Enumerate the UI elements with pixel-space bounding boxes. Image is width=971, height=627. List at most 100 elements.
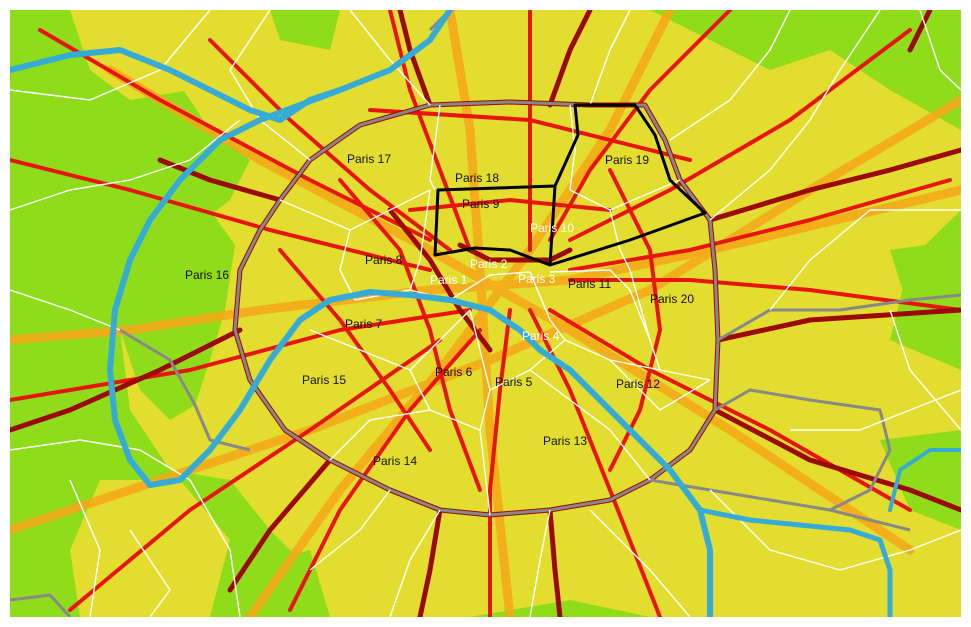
label-paris-8: Paris 8 [365, 253, 403, 267]
suburb-cell-2 [10, 119, 241, 211]
boundary-south-east [714, 388, 892, 512]
marne-river [888, 448, 961, 512]
map-canvas: Paris 17 Paris 18 Paris 19 Paris 9 Paris… [10, 10, 961, 617]
border-7-15 [309, 329, 411, 371]
road-dark-center [457, 242, 573, 263]
road-red-9 [568, 278, 961, 312]
label-paris-14: Paris 14 [373, 454, 417, 468]
suburb-cell-16 [349, 10, 431, 106]
boundary-south [649, 478, 911, 532]
suburb-cell-15 [589, 10, 631, 106]
green-north-east [820, 10, 961, 105]
suburb-cell-19 [889, 309, 961, 431]
road-red-14 [388, 10, 472, 252]
boundary-west [119, 328, 251, 452]
border-17-18 [429, 104, 441, 191]
label-paris-9: Paris 9 [462, 197, 500, 211]
border-5-6 [469, 309, 491, 431]
autoroute-a1 [547, 10, 593, 108]
border-13-14 [479, 429, 491, 516]
border-11-20 [629, 269, 711, 381]
road-red-16 [338, 178, 482, 492]
green-north [270, 10, 340, 50]
highlighted-districts-outline [433, 103, 707, 267]
border-8-9 [409, 189, 431, 291]
road-red-10 [568, 178, 952, 272]
autoroute-a4 [712, 407, 961, 513]
road-red-1 [38, 28, 432, 242]
road-dark-west [157, 157, 283, 203]
label-paris-11: Paris 11 [568, 277, 611, 291]
road-red-18 [368, 108, 692, 162]
suburb-cell-4 [10, 439, 241, 617]
label-paris-20: Paris 20 [650, 292, 694, 306]
suburb-cell-17 [229, 10, 311, 161]
suburb-cell-9 [589, 509, 691, 617]
suburb-cell-13 [709, 10, 881, 221]
road-red-19 [278, 248, 432, 452]
border-8-16 [339, 229, 356, 301]
suburb-cell-8 [529, 509, 551, 617]
road-red-20 [408, 198, 612, 212]
road-dark-south-west [227, 457, 333, 593]
border-10-11 [609, 209, 631, 271]
green-south [230, 550, 330, 617]
label-paris-15: Paris 15 [302, 373, 346, 387]
road-dark-north [397, 10, 433, 108]
road-dark-east [715, 307, 961, 343]
road-red-11 [568, 28, 912, 242]
border-3-4 [529, 271, 566, 341]
border-18-19 [569, 104, 576, 191]
label-paris-4: Paris 4 [522, 329, 560, 343]
suburb-cell-14 [669, 10, 791, 141]
label-paris-6: Paris 6 [435, 365, 473, 379]
boundary-east [717, 293, 961, 342]
seine-river [10, 10, 713, 617]
suburb-cell-1 [10, 10, 211, 101]
green-east [890, 240, 961, 340]
autoroute-a3 [707, 147, 961, 223]
border-6-7 [409, 309, 471, 371]
arrondissement-labels: Paris 17 Paris 18 Paris 19 Paris 9 Paris… [185, 152, 694, 468]
road-red-6 [488, 308, 512, 617]
road-dark-north-east [907, 10, 933, 53]
suburb-cell-6 [309, 489, 391, 571]
label-paris-7: Paris 7 [345, 317, 383, 331]
road-red-15 [208, 38, 452, 252]
suburb-cell-18 [919, 10, 961, 91]
boundary-south-west [10, 593, 72, 617]
label-paris-13: Paris 13 [543, 434, 587, 448]
label-paris-2: Paris 2 [470, 257, 508, 271]
road-red-4 [68, 338, 442, 612]
road-dark-south [417, 507, 443, 617]
label-paris-1: Paris 1 [430, 273, 468, 287]
suburb-cell-12 [769, 209, 961, 311]
road-red-3 [10, 308, 472, 402]
urban-south [70, 480, 230, 617]
suburb-cell-7 [389, 509, 441, 617]
label-paris-10: Paris 10 [530, 221, 574, 235]
seine-river-east [697, 507, 893, 617]
label-paris-12: Paris 12 [616, 377, 660, 391]
paris-noise-map: Paris 17 Paris 18 Paris 19 Paris 9 Paris… [10, 10, 961, 617]
arrondissement-boundaries [10, 10, 961, 617]
border-12-13 [529, 369, 651, 481]
autoroute-a6 [547, 507, 563, 617]
green-patches [115, 10, 961, 617]
border-12-20 [609, 359, 711, 411]
green-south-east [880, 430, 961, 530]
road-orange-2 [445, 10, 515, 617]
border-1-2 [449, 271, 531, 301]
label-paris-19: Paris 19 [605, 153, 649, 167]
road-red-2 [10, 158, 432, 272]
label-paris-5: Paris 5 [495, 375, 533, 389]
label-paris-3: Paris 3 [518, 272, 556, 286]
suburb-cell-3 [10, 289, 121, 331]
road-red-7 [528, 308, 662, 617]
suburb-cell-5 [69, 479, 101, 617]
label-paris-16: Paris 16 [185, 268, 229, 282]
suburb-cell-20 [129, 529, 171, 617]
suburb-cell-10 [709, 489, 961, 571]
road-red-5 [288, 328, 482, 612]
